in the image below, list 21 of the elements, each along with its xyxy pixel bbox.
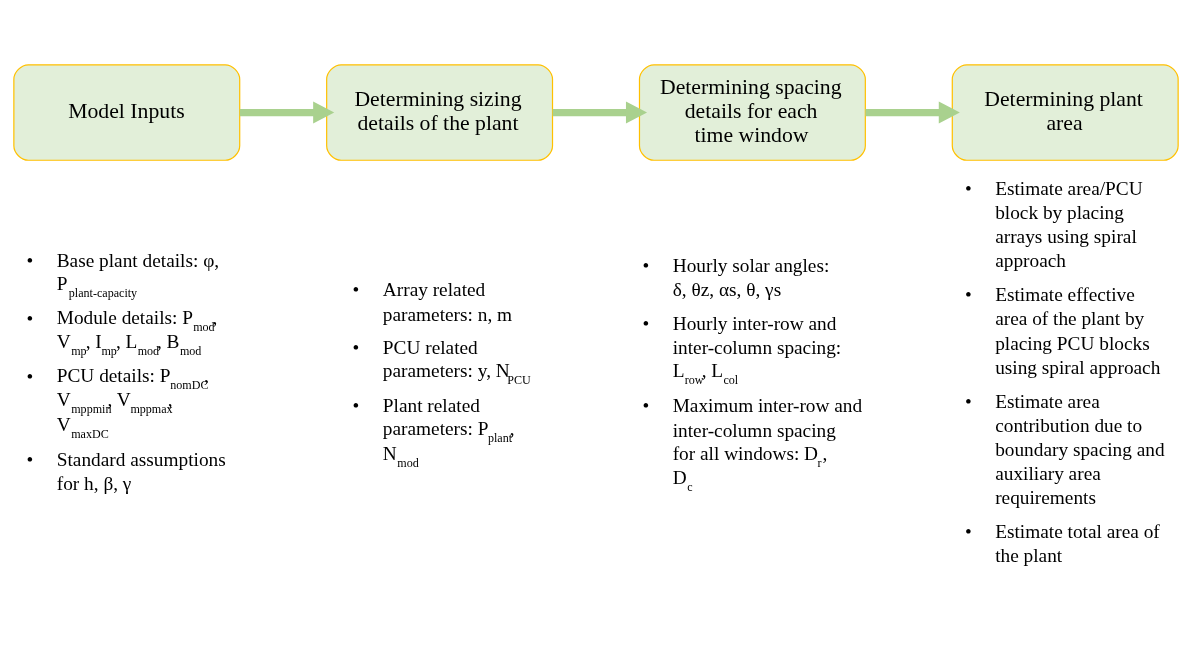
node-box: Model Inputs — [13, 63, 241, 161]
node-label: • Standard assumptions for h, β, γ — [26, 448, 226, 494]
node-label: • Estimate total area of the plant — [964, 520, 1160, 566]
node-label: • Maximum inter-row and inter-column spacing for all windows: D$_{r}$, D$_{c}$ — [642, 394, 863, 494]
node-label: • Array related parameters: n, m — [352, 278, 513, 325]
arrow — [239, 100, 335, 124]
node-label: • Estimate area contribution due to boundary spacing and auxiliary area requirements — [964, 390, 1165, 508]
node-label: • Hourly solar angles: δ, θz, αs, θ, γs — [642, 254, 830, 300]
node-label: • PCU related parameters: y, N$_{PCU}$ — [352, 336, 531, 387]
arrow — [552, 100, 648, 124]
node-label: • Hourly inter-row and inter-column spacing: L$_{row}$, L$_{col}$ — [642, 312, 842, 387]
node-box: Determining sizing details of the plant — [326, 63, 554, 161]
node-label: • PCU details: P$_{nomDC}$, V$_{mppmin}$, V$_{mppmax}$, V$_{maxDC}$ — [26, 364, 209, 441]
arrow — [865, 100, 960, 124]
node-label: • Plant related parameters: P$_{plant}$, N$_{mod}$ — [352, 394, 515, 470]
node-label: • Estimate effective area of the plant by placing PCU blocks using spiral approach — [964, 283, 1161, 378]
node-label: • Base plant details: φ, P$_{plant-capacity}$ — [26, 249, 220, 300]
node-box: Determining spacing details for each time window — [638, 63, 866, 161]
node-label: • Module details: P$_{mod}$, V$_{mp}$, I$_{mp}$, L$_{mod}$, B$_{mod}$ — [26, 306, 218, 358]
node-label: • Estimate area/PCU block by placing arrays using spiral approach — [964, 177, 1143, 271]
node-box: Determining plant area — [951, 63, 1179, 161]
